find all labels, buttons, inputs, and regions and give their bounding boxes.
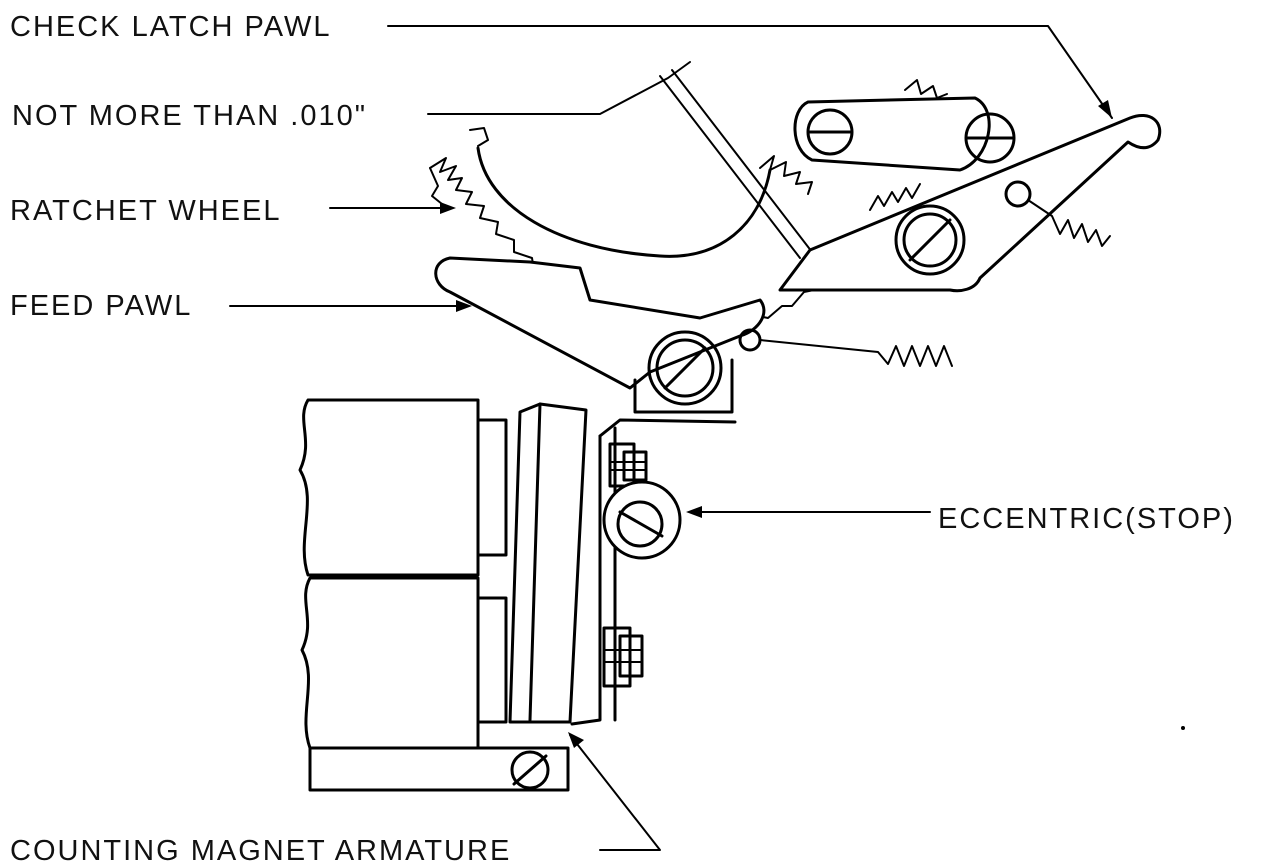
label-ratchet-wheel: RATCHET WHEEL [10, 195, 281, 227]
label-armature: COUNTING MAGNET ARMATURE [10, 835, 511, 866]
feed-pawl [434, 256, 953, 414]
stray-mark [1181, 726, 1185, 730]
check-latch-pawl [778, 114, 1162, 293]
leader-armature [568, 732, 661, 851]
leader-ratchet-wheel [329, 202, 456, 214]
leader-eccentric [686, 506, 931, 518]
leader-feed-pawl [229, 300, 472, 312]
label-eccentric: ECCENTRIC(STOP) [938, 503, 1235, 535]
counting-magnet-armature [508, 402, 737, 726]
adjusting-nut-lower [602, 626, 644, 688]
leader-check-latch-pawl [387, 25, 1113, 119]
leader-clearance [427, 61, 813, 259]
check-latch-mount-plate [793, 79, 1016, 211]
counting-magnet [298, 398, 570, 792]
label-check-latch-pawl: CHECK LATCH PAWL [10, 11, 332, 43]
label-feed-pawl: FEED PAWL [10, 290, 192, 322]
eccentric-stop [602, 480, 682, 560]
label-clearance: NOT MORE THAN .010" [12, 100, 367, 132]
